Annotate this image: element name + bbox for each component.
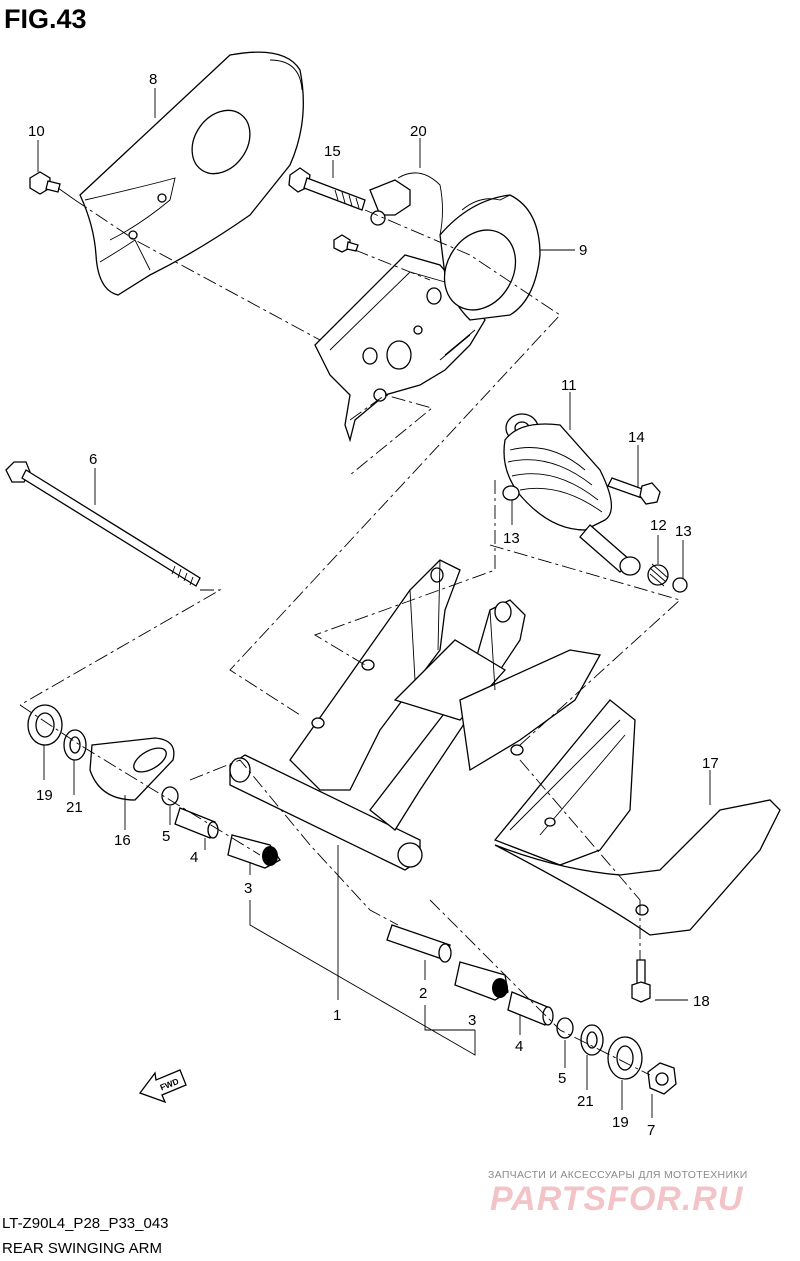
part-5-collar-left[interactable] <box>161 786 179 806</box>
part-16-seal[interactable] <box>89 737 175 801</box>
callout-numbers: 8 10 15 20 9 6 11 14 13 12 13 17 18 19 2… <box>28 71 719 1139</box>
callout-4-right: 4 <box>515 1038 523 1055</box>
watermark-tagline: ЗАПЧАСТИ И АКСЕССУАРЫ ДЛЯ МОТОТЕХНИКИ <box>488 1169 748 1181</box>
part-7-nut[interactable] <box>647 1062 677 1095</box>
callout-11: 11 <box>561 377 577 394</box>
part-17-skid-plate[interactable] <box>493 699 781 936</box>
callout-6: 6 <box>89 451 97 468</box>
part-4-bushing-left[interactable] <box>174 807 219 839</box>
callout-3-left: 3 <box>244 880 252 897</box>
part-15-bolt[interactable] <box>288 167 366 211</box>
callout-21-right: 21 <box>577 1093 594 1110</box>
callout-3-right: 3 <box>468 1012 476 1029</box>
callout-4-left: 4 <box>190 849 198 866</box>
callout-10: 10 <box>28 123 45 140</box>
callout-18: 18 <box>693 993 710 1010</box>
part-21-washer-right[interactable] <box>580 1024 604 1056</box>
callout-2: 2 <box>419 985 427 1002</box>
part-21-washer-left[interactable] <box>63 729 87 761</box>
watermark-brand: PARTSFOR.RU <box>490 1180 744 1218</box>
callout-5-left: 5 <box>162 828 170 845</box>
callout-13-lower: 13 <box>675 523 692 540</box>
callout-14: 14 <box>628 429 645 446</box>
small-bolt[interactable] <box>333 234 359 253</box>
part-13-collar[interactable] <box>502 485 520 501</box>
assembly-lines <box>19 199 681 1076</box>
part-3-bearing-right[interactable] <box>454 961 509 1001</box>
callout-20: 20 <box>410 123 427 140</box>
callout-8: 8 <box>149 71 157 88</box>
part-4-bushing-right[interactable] <box>507 991 554 1026</box>
fwd-direction-arrow: FWD <box>138 1069 187 1104</box>
part-10-bolt[interactable] <box>29 171 76 201</box>
figure-title: FIG.43 <box>4 4 87 34</box>
callout-16: 16 <box>114 832 131 849</box>
part-18-bolt[interactable] <box>631 959 651 1003</box>
part-6-axle[interactable] <box>5 461 201 587</box>
part-19-cap-left[interactable] <box>27 704 63 746</box>
footer-caption: REAR SWINGING ARM <box>2 1240 162 1257</box>
leader-lines <box>37 88 711 1118</box>
watermark: ЗАПЧАСТИ И АКСЕССУАРЫ ДЛЯ МОТОТЕХНИКИ PA… <box>488 1169 748 1218</box>
callout-9: 9 <box>579 242 587 259</box>
callout-19-right: 19 <box>612 1114 629 1131</box>
callout-21-left: 21 <box>66 799 83 816</box>
part-5-collar-right[interactable] <box>556 1017 574 1039</box>
callout-12: 12 <box>650 517 667 534</box>
part-2-pivot-sleeve[interactable] <box>386 924 452 963</box>
part-14-bolt[interactable] <box>607 477 661 505</box>
callout-15: 15 <box>324 143 341 160</box>
part-9-guard[interactable] <box>430 194 541 323</box>
part-20-clip[interactable] <box>369 172 443 236</box>
callout-5-right: 5 <box>558 1070 566 1087</box>
callout-19-left: 19 <box>36 787 53 804</box>
part-11-shock[interactable] <box>503 413 641 576</box>
callout-1: 1 <box>333 1007 341 1024</box>
callout-7: 7 <box>647 1122 655 1139</box>
callout-17: 17 <box>702 755 719 772</box>
callout-13-upper: 13 <box>503 530 520 547</box>
part-13-collar-2[interactable] <box>672 577 688 593</box>
part-19-cap-right[interactable] <box>607 1036 643 1080</box>
part-8-chain-cover[interactable] <box>79 51 304 296</box>
footer-code: LT-Z90L4_P28_P33_043 <box>2 1215 169 1232</box>
part-12-bearing[interactable] <box>647 563 669 587</box>
part-1-swing-arm[interactable] <box>229 559 602 871</box>
